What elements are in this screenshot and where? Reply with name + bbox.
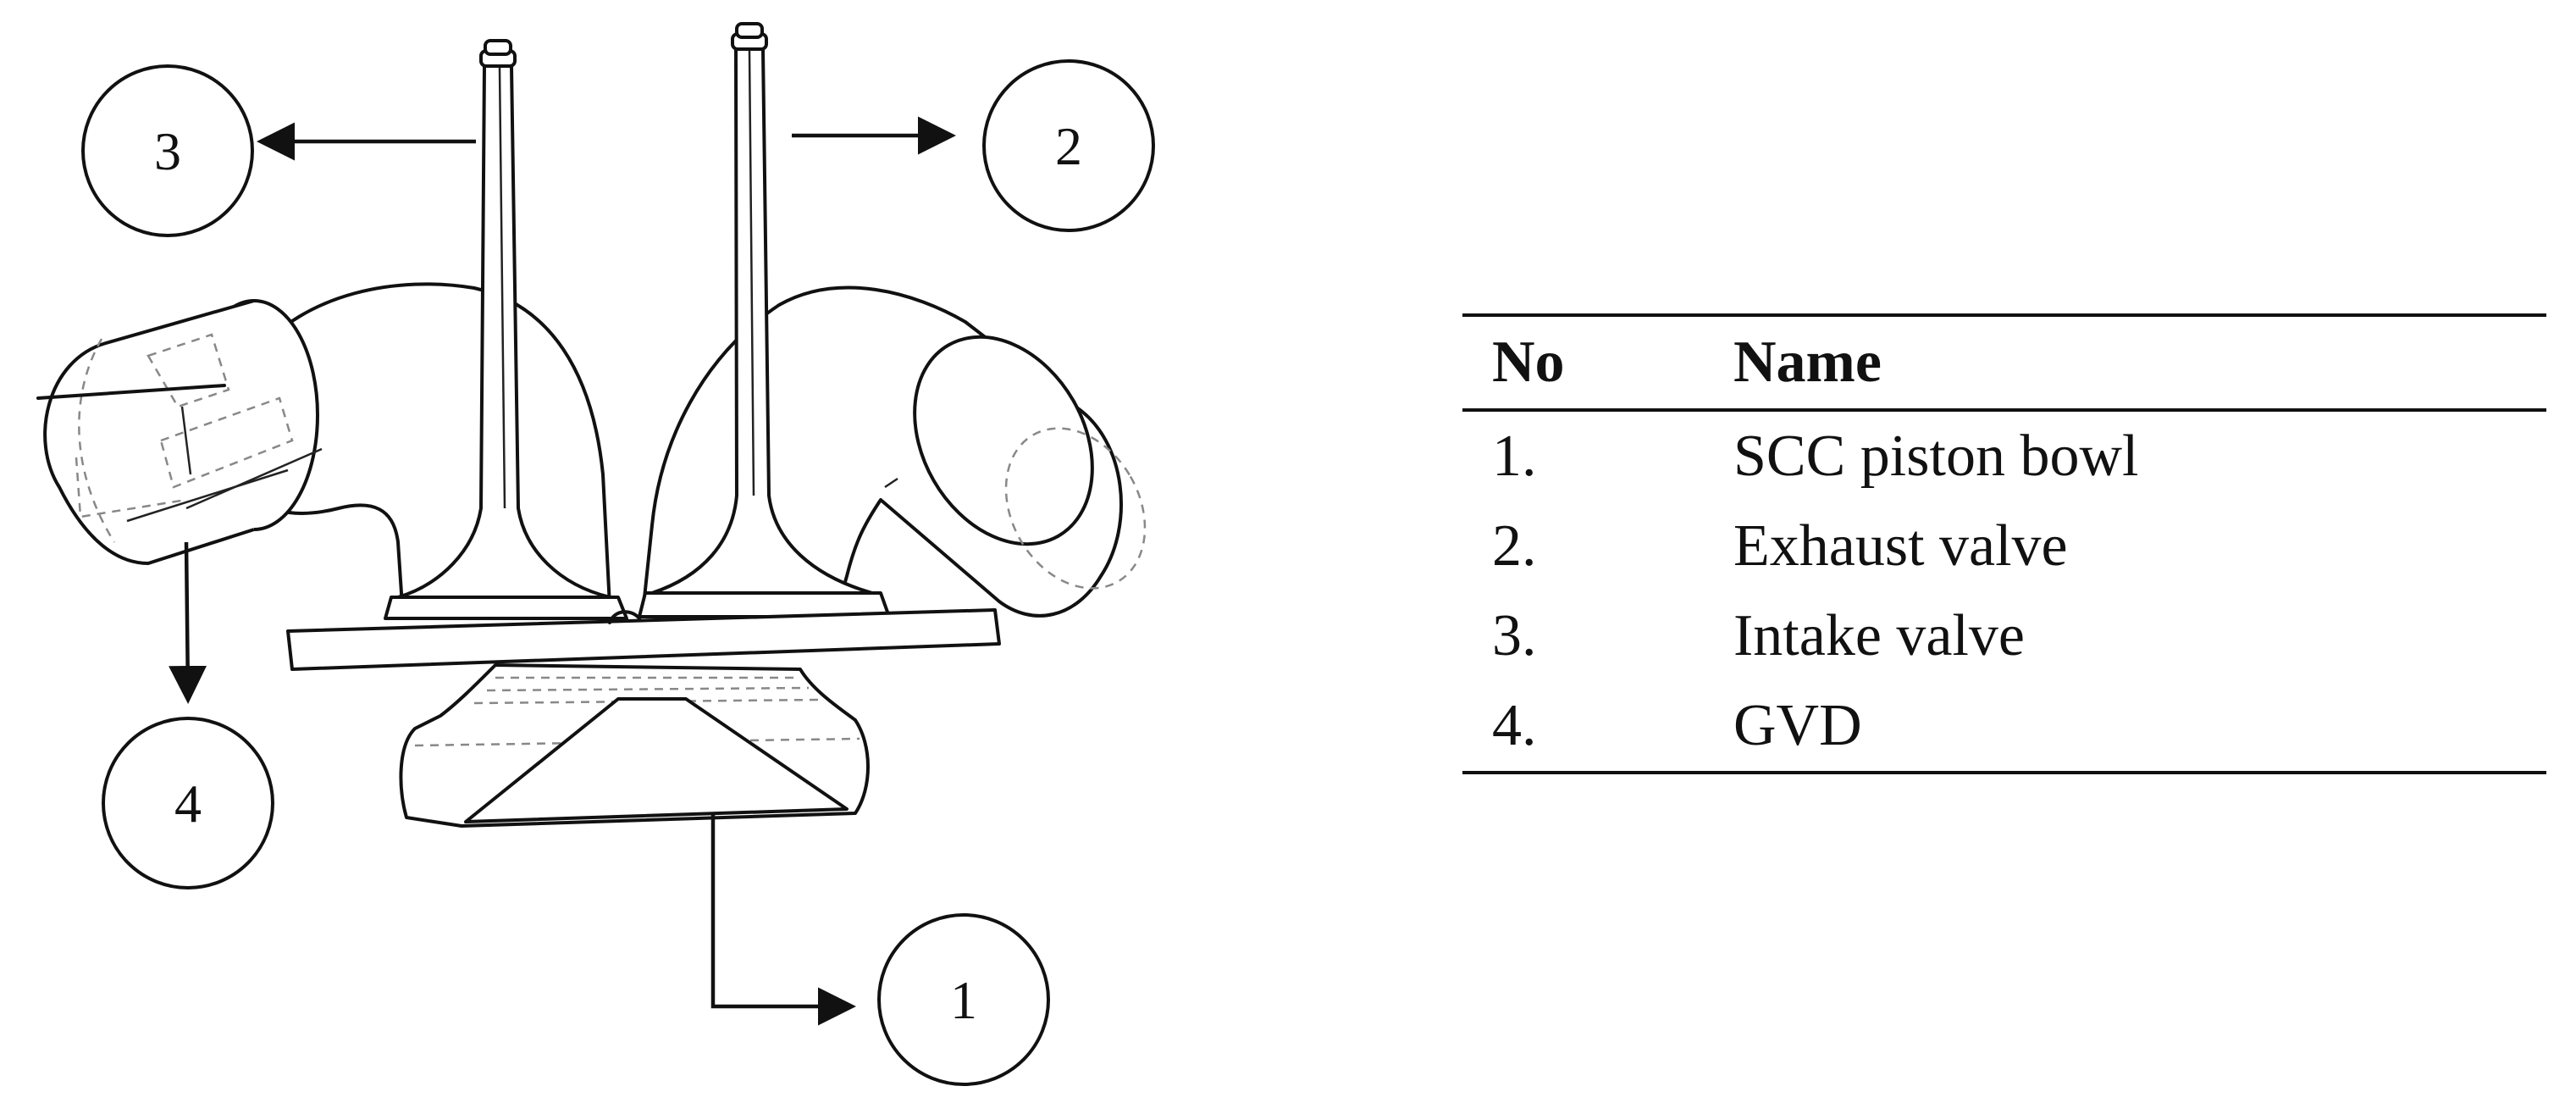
arrow-to-callout-1 [710, 813, 856, 1026]
bottom-rule [1462, 771, 2546, 774]
callout-2-label: 2 [1055, 116, 1082, 176]
top-rule [1462, 313, 2546, 317]
legend-row: 1. SCC piston bowl [1462, 412, 2546, 502]
row-name: GVD [1733, 693, 1862, 758]
callout-1-label: 1 [950, 970, 977, 1030]
cylinder-head-plate [286, 608, 1001, 671]
header-rule [1462, 408, 2546, 412]
row-no: 4. [1492, 693, 1537, 758]
engine-assembly-diagram: 3 2 4 1 [36, 22, 1155, 1086]
callout-2: 2 [982, 59, 1155, 232]
legend-table: No Name 1. SCC piston bowl 2. Exhaust va… [1462, 313, 2546, 774]
row-name: Intake valve [1733, 603, 2025, 668]
legend-row: 3. Intake valve [1462, 591, 2546, 681]
row-no: 2. [1492, 513, 1537, 579]
row-no: 1. [1492, 424, 1537, 489]
callout-1: 1 [877, 913, 1050, 1086]
row-no: 3. [1492, 603, 1537, 668]
callout-4-label: 4 [174, 773, 202, 834]
callout-3: 3 [81, 64, 254, 237]
legend-row: 2. Exhaust valve [1462, 502, 2546, 591]
legend-row: 4. GVD [1462, 681, 2546, 771]
arrow-to-callout-4 [169, 541, 207, 704]
header-name: Name [1733, 330, 1882, 395]
row-name: Exhaust valve [1733, 513, 2068, 579]
exhaust-valve [638, 22, 891, 618]
intake-valve [384, 39, 628, 620]
header-no: No [1492, 330, 1565, 395]
row-name: SCC piston bowl [1733, 424, 2139, 489]
callout-3-label: 3 [154, 121, 181, 181]
legend-header: No Name [1462, 317, 2546, 408]
callout-4: 4 [102, 717, 274, 890]
scc-piston [399, 663, 870, 828]
